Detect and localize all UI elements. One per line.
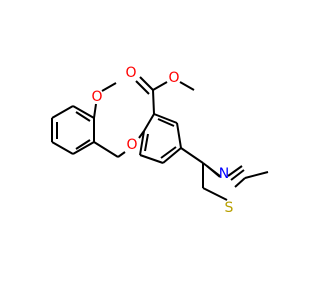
atom-o-ester-carbonyl: O [125,65,136,81]
bond [93,103,97,119]
atom-label: O [168,70,179,86]
atom-n-thiazole: N [219,166,229,182]
bond [202,187,228,201]
bond [139,130,145,156]
bond [157,118,175,127]
bond [179,81,195,91]
bond [152,81,168,91]
atom-label: S [225,200,234,216]
bond-layer [51,76,269,201]
bond [176,122,182,149]
atom-s-thiazole: S [225,200,234,216]
bond [244,171,269,179]
bond [72,141,95,155]
atom-label: O [126,137,137,153]
atom-label: N [219,166,229,182]
atom-label-layer: O O O O N S [91,65,233,216]
atom-o-ester-link: O [168,70,179,86]
bond [143,113,155,132]
atom-o-ether: O [126,137,137,153]
bond [234,177,246,188]
molecule-svg: O O O O N S [51,65,269,216]
bond [162,147,182,164]
bond [101,82,117,92]
bond [72,105,95,119]
molecule-structure-diagram: O O O O N S [51,65,269,216]
bond [139,76,154,91]
atom-label: O [91,89,102,105]
bond [117,151,126,158]
atom-label: O [125,65,136,81]
bond [51,141,74,155]
bond [160,146,177,159]
bond [51,105,74,119]
bond [135,80,150,95]
bond [75,111,91,122]
bond [206,165,221,178]
atom-o-methoxy: O [91,89,102,105]
bond [153,113,178,124]
bond [180,147,204,164]
bond [93,141,119,158]
bond [230,169,245,181]
bond [152,89,155,115]
bond [227,165,243,177]
bond [75,139,91,150]
bond [144,133,149,152]
bond [139,154,164,164]
